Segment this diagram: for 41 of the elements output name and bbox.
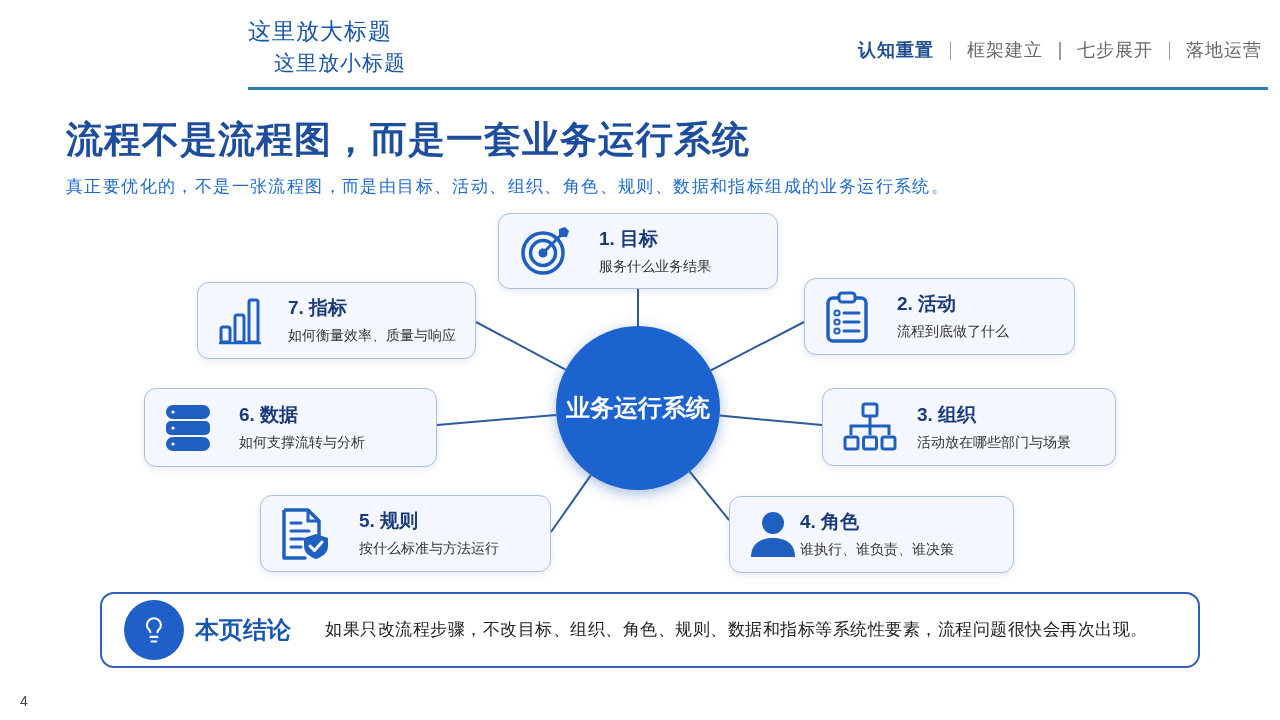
header-title: 这里放大标题 xyxy=(248,17,392,46)
nav-item: 框架建立 xyxy=(967,39,1043,62)
card-heading: 2. 活动 xyxy=(897,292,958,316)
conclusion-panel xyxy=(100,592,1200,668)
page-number: 4 xyxy=(20,692,28,711)
card-description: 活动放在哪些部门与场景 xyxy=(917,432,1071,452)
card-description: 如何衡量效率、质量与响应 xyxy=(288,326,456,345)
connector-line xyxy=(436,413,558,426)
hub-label: 业务运行系统 xyxy=(566,393,710,423)
connector-line xyxy=(718,414,823,426)
element-card xyxy=(804,278,1075,355)
nav-item: 七步展开 xyxy=(1076,39,1153,62)
card-description: 按什么标准与方法运行 xyxy=(359,539,499,558)
card-heading: 3. 组织 xyxy=(917,402,978,427)
element-card xyxy=(498,213,778,289)
page-subtitle: 真正要优化的，不是一张流程图，而是由目标、活动、组织、角色、规则、数据和指标组成的业务运行系统。 xyxy=(66,176,950,198)
card-heading: 4. 角色 xyxy=(800,510,861,534)
element-card xyxy=(197,282,476,359)
element-card xyxy=(822,388,1116,466)
element-card xyxy=(260,495,551,572)
nav-item-active: 认知重置 xyxy=(857,39,934,62)
connector-line xyxy=(709,321,805,372)
header-subtitle: 这里放小标题 xyxy=(274,50,406,76)
card-description: 流程到底做了什么 xyxy=(897,322,1009,341)
page-title: 流程不是流程图，而是一套业务运行系统 xyxy=(66,118,750,162)
card-heading: 1. 目标 xyxy=(599,226,660,251)
element-card xyxy=(729,496,1014,573)
connector-line xyxy=(550,474,592,533)
connector-line xyxy=(637,288,639,327)
card-heading: 7. 指标 xyxy=(288,296,349,320)
connector-line xyxy=(688,470,730,521)
card-description: 如何支撑流转与分析 xyxy=(239,433,365,452)
conclusion-text: 如果只改流程步骤，不改目标、组织、角色、规则、数据和指标等系统性要素，流程问题很快会再次出现。 xyxy=(325,619,1148,642)
connector-line xyxy=(475,321,567,371)
card-description: 谁执行、谁负责、谁决策 xyxy=(800,540,954,559)
nav-item: 落地运营 xyxy=(1186,39,1262,62)
conclusion-heading: 本页结论 xyxy=(195,615,292,645)
card-heading: 5. 规则 xyxy=(359,509,420,533)
element-card xyxy=(144,388,437,467)
card-description: 服务什么业务结果 xyxy=(599,256,711,276)
card-heading: 6. 数据 xyxy=(239,403,300,427)
